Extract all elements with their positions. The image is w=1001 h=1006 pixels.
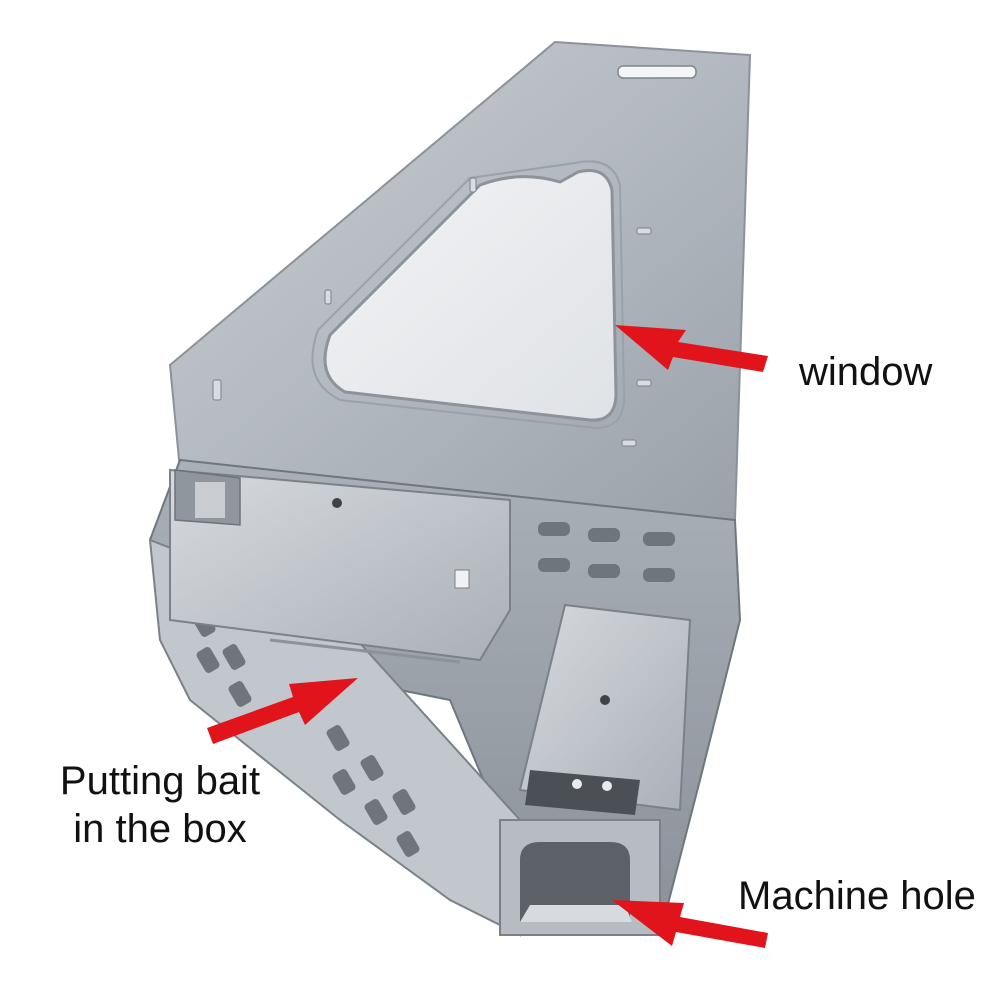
window-frame (311, 160, 626, 430)
side-vents (538, 522, 675, 582)
panel-slots (212, 177, 652, 447)
putting-bait-line-2: in the box (73, 807, 247, 851)
window-label: window (799, 350, 933, 394)
window-opening (323, 169, 618, 422)
arrow-bait (207, 678, 358, 744)
arrow-machine-hole (612, 900, 768, 948)
putting-bait-line-1: Putting bait (59, 759, 261, 803)
arrow-window (615, 325, 768, 372)
top-slot (617, 65, 697, 79)
entrance-box-lower (518, 603, 692, 815)
front-wall-vents (192, 611, 420, 857)
bait-rod (269, 638, 461, 664)
entrance-box-upper (169, 468, 511, 662)
machine-hole-label: Machine hole (738, 874, 976, 918)
putting-bait-label: Putting bait in the box (50, 757, 270, 853)
machine-hole (499, 819, 661, 936)
